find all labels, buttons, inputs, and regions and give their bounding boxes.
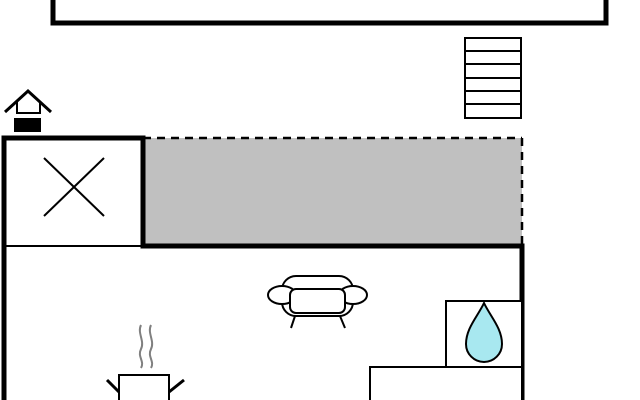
bathroom-water-icon: [445, 300, 523, 371]
sofa-icon: [267, 275, 368, 329]
kitchen-pot-icon: [105, 324, 185, 400]
staircase-icon: [464, 37, 522, 119]
chimney-icon: [3, 88, 53, 132]
upper-room-outline: [50, 0, 609, 26]
counter-outline: [369, 366, 523, 400]
terrace-area: [143, 138, 522, 246]
closed-room-x: [43, 157, 105, 217]
